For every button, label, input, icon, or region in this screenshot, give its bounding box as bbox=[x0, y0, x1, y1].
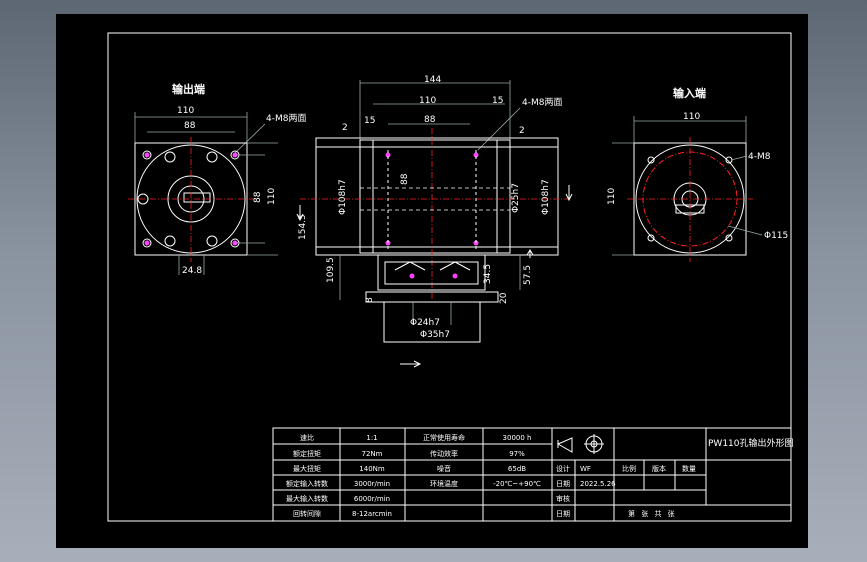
dim-15-right: 15 bbox=[492, 96, 503, 106]
spec-cell-k2: 环境温度 bbox=[430, 479, 458, 488]
spec-cell-k2: 噪音 bbox=[437, 464, 451, 473]
check-label: 审核 bbox=[556, 494, 570, 503]
spec-cell-v1: 1:1 bbox=[366, 434, 377, 442]
date-label: 日期 bbox=[556, 480, 570, 488]
date-label-2: 日期 bbox=[556, 510, 570, 518]
dia-24: Φ24h7 bbox=[410, 318, 440, 328]
drawing-frame bbox=[107, 32, 792, 522]
dim-110-right: 110 bbox=[267, 188, 277, 205]
dim-8: 8 bbox=[365, 297, 375, 303]
projection-symbol bbox=[556, 437, 573, 453]
spec-cell-k2: 正常使用寿命 bbox=[423, 433, 465, 442]
dim-88-side-v: 88 bbox=[400, 173, 410, 185]
spec-cell-v1: 8-12arcmin bbox=[352, 510, 392, 518]
dim-88-right: 88 bbox=[253, 191, 263, 203]
spec-cell-v2: -20℃~+90℃ bbox=[493, 480, 541, 488]
dim-34-5: 34.5 bbox=[483, 264, 493, 284]
quantity-label: 数量 bbox=[682, 464, 696, 473]
title-block: PW110孔输出外形图 设计 WF 比例 版本 数量 日期 2022.5.26 … bbox=[551, 427, 794, 522]
spec-cell-v1: 140Nm bbox=[359, 465, 385, 473]
dim-144: 144 bbox=[424, 75, 441, 85]
output-shaft bbox=[383, 301, 481, 343]
dim-109-5: 109.5 bbox=[326, 257, 336, 283]
dia-108-right: Φ108h7 bbox=[541, 179, 551, 215]
sheet-count: 第 张 共 张 bbox=[628, 509, 677, 518]
input-view-title: 输入端 bbox=[673, 86, 706, 100]
holes-label-input: 4-M8 bbox=[748, 152, 771, 162]
spec-cell-v1: 72Nm bbox=[362, 450, 383, 458]
drawing-title: PW110孔输出外形图 bbox=[708, 437, 794, 449]
spec-cell-k1: 最大输入转数 bbox=[286, 494, 328, 503]
dim-2-left: 2 bbox=[342, 123, 348, 133]
dim-24-8: 24.8 bbox=[182, 266, 202, 276]
spec-cell-k1: 回转间隙 bbox=[293, 509, 321, 518]
dim-110-input: 110 bbox=[683, 112, 700, 122]
spec-cell-k1: 速比 bbox=[300, 433, 314, 442]
spec-cell-v1: 6000r/min bbox=[354, 495, 390, 503]
dim-154-5: 154.5 bbox=[298, 214, 308, 240]
input-end-view: 输入端 110 4-M8 110 Φ115 bbox=[607, 86, 788, 262]
drawing-sheet: 输出端 110 88 4-M8两面 88 110 24.8 144 110 1 bbox=[56, 14, 808, 548]
spec-cell-v1: 3000r/min bbox=[354, 480, 390, 488]
dia-35: Φ35h7 bbox=[420, 330, 450, 340]
dim-2-right: 2 bbox=[519, 126, 525, 136]
housing-outline bbox=[315, 137, 559, 256]
holes-label-side: 4-M8两面 bbox=[522, 97, 562, 108]
dim-110-side: 110 bbox=[419, 96, 436, 106]
dim-88-side: 88 bbox=[424, 115, 436, 125]
dia-25: Φ25h7 bbox=[511, 183, 521, 213]
scale-label: 比例 bbox=[622, 464, 636, 473]
dim-110-top: 110 bbox=[177, 106, 194, 116]
spec-cell-v2: 65dB bbox=[508, 465, 526, 473]
design-label: 设计 bbox=[556, 464, 570, 473]
dia-115: Φ115 bbox=[764, 231, 788, 241]
spec-cell-k1: 最大扭矩 bbox=[293, 464, 321, 473]
holes-label-output: 4-M8两面 bbox=[266, 113, 306, 124]
spec-cell-k1: 额定输入转数 bbox=[286, 479, 328, 488]
dia-108-left: Φ108h7 bbox=[338, 179, 348, 215]
dim-57-5: 57.5 bbox=[523, 265, 533, 285]
dim-20: 20 bbox=[499, 292, 509, 304]
spec-cell-k2: 传动效率 bbox=[430, 449, 458, 458]
output-end-view: 输出端 110 88 4-M8两面 88 110 24.8 bbox=[128, 82, 306, 276]
version-label: 版本 bbox=[652, 464, 666, 473]
dim-110-input-v: 110 bbox=[607, 188, 617, 205]
dim-15-left: 15 bbox=[364, 116, 375, 126]
design-date: 2022.5.26 bbox=[580, 480, 616, 488]
side-section-view: 144 110 15 15 2 2 88 4-M8两面 Φ108h7 88 Φ2… bbox=[296, 75, 573, 368]
spec-cell-v2: 30000 h bbox=[503, 434, 532, 442]
engineering-drawing: 输出端 110 88 4-M8两面 88 110 24.8 144 110 1 bbox=[107, 32, 794, 522]
spec-cell-k1: 额定扭矩 bbox=[293, 449, 321, 458]
designer: WF bbox=[580, 465, 591, 473]
dim-88-top: 88 bbox=[184, 121, 196, 131]
spec-cell-v2: 97% bbox=[509, 450, 525, 458]
output-view-title: 输出端 bbox=[172, 82, 205, 96]
spec-rows: 速比 1:1 正常使用寿命 30000 h 额定扭矩 72Nm 传动效率 97% 最大扭矩 140… bbox=[286, 433, 541, 518]
